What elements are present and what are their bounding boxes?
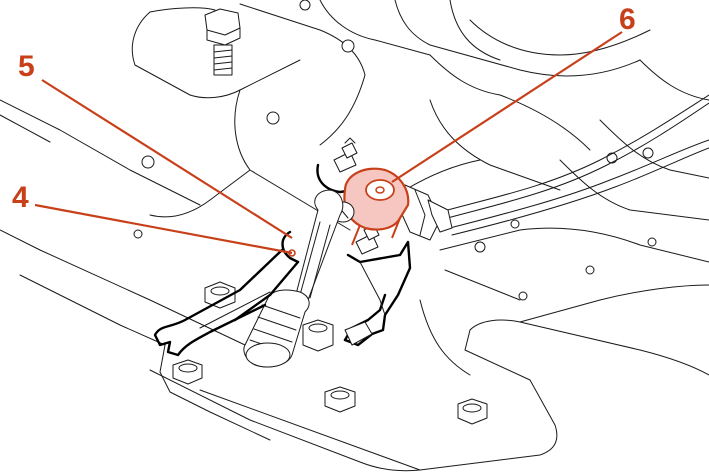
bolt-holes bbox=[133, 0, 657, 301]
callout-5: 5 bbox=[18, 50, 35, 83]
hex-bolts bbox=[172, 8, 488, 425]
cables bbox=[404, 94, 709, 236]
callout-4: 4 bbox=[12, 181, 29, 214]
leader-line-5 bbox=[41, 79, 293, 239]
adjuster-bracket bbox=[316, 163, 412, 347]
leader-lines bbox=[34, 31, 623, 257]
bolt-lower-3 bbox=[457, 398, 488, 425]
leader-line-6 bbox=[391, 31, 623, 183]
leader-line-4 bbox=[34, 203, 293, 255]
bolt-lower-4 bbox=[302, 319, 334, 352]
socket-wrench bbox=[243, 189, 344, 368]
grease-nipples bbox=[333, 137, 380, 255]
bolt-lower-5 bbox=[204, 281, 236, 309]
bolt-top bbox=[204, 8, 241, 76]
bolt-lower-2 bbox=[324, 386, 356, 413]
bolt-lower-1 bbox=[172, 359, 203, 385]
callout-6: 6 bbox=[619, 3, 636, 36]
adjuster-nut-highlight bbox=[343, 167, 410, 246]
